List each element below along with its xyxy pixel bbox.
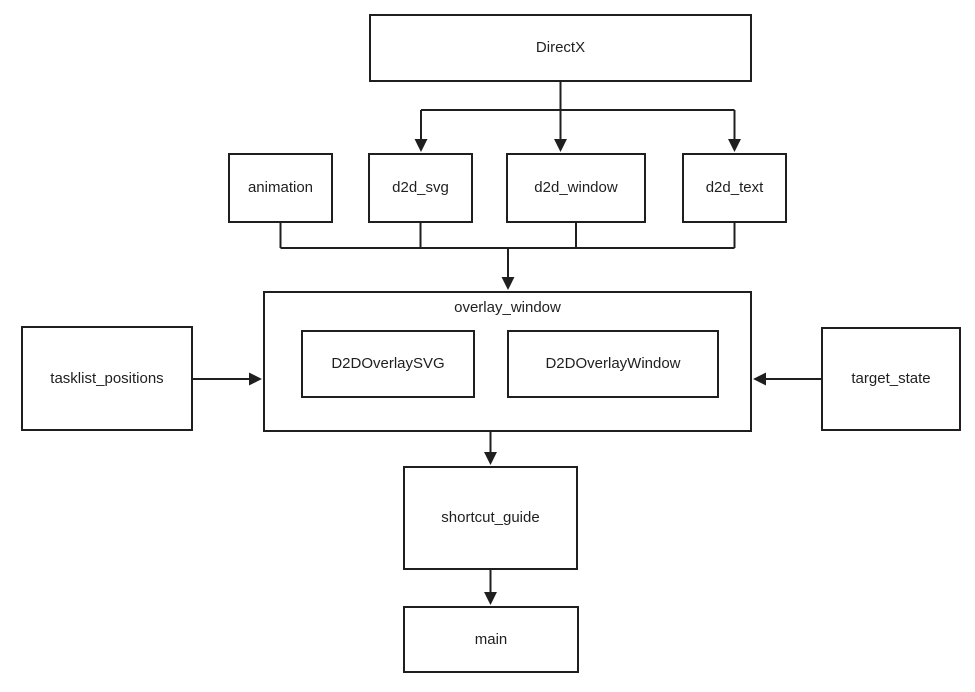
node-tasklist-positions-label: tasklist_positions [50,369,164,387]
node-d2d-overlay-svg: D2DOverlaySVG [301,330,475,398]
node-directx-label: DirectX [535,39,586,56]
node-d2d-svg-label: d2d_svg [392,179,449,196]
node-shortcut-guide: shortcut_guide [403,466,578,570]
node-d2d-overlay-window: D2DOverlayWindow [507,330,719,398]
node-d2d-overlay-svg-label: D2DOverlaySVG [331,355,445,372]
node-tasklist-positions: tasklist_positions [21,326,193,431]
group-overlay-window: overlay_window D2DOverlaySVG D2DOverlayW… [263,291,752,432]
node-shortcut-guide-label: shortcut_guide [441,509,540,526]
node-d2d-window-label: d2d_window [534,179,618,196]
node-d2d-svg: d2d_svg [368,153,473,223]
node-main-label: main [474,630,508,648]
node-main: main [403,606,579,673]
node-directx: DirectX [369,14,752,82]
node-target-state: target_state [821,327,961,431]
group-overlay-window-label: overlay_window [454,299,561,316]
node-d2d-window: d2d_window [506,153,646,223]
node-animation: animation [228,153,333,223]
node-animation-label: animation [247,179,314,196]
node-d2d-overlay-window-label: D2DOverlayWindow [545,355,681,372]
node-d2d-text: d2d_text [682,153,787,223]
node-d2d-text-label: d2d_text [705,179,764,196]
node-target-state-label: target_state [851,370,931,387]
